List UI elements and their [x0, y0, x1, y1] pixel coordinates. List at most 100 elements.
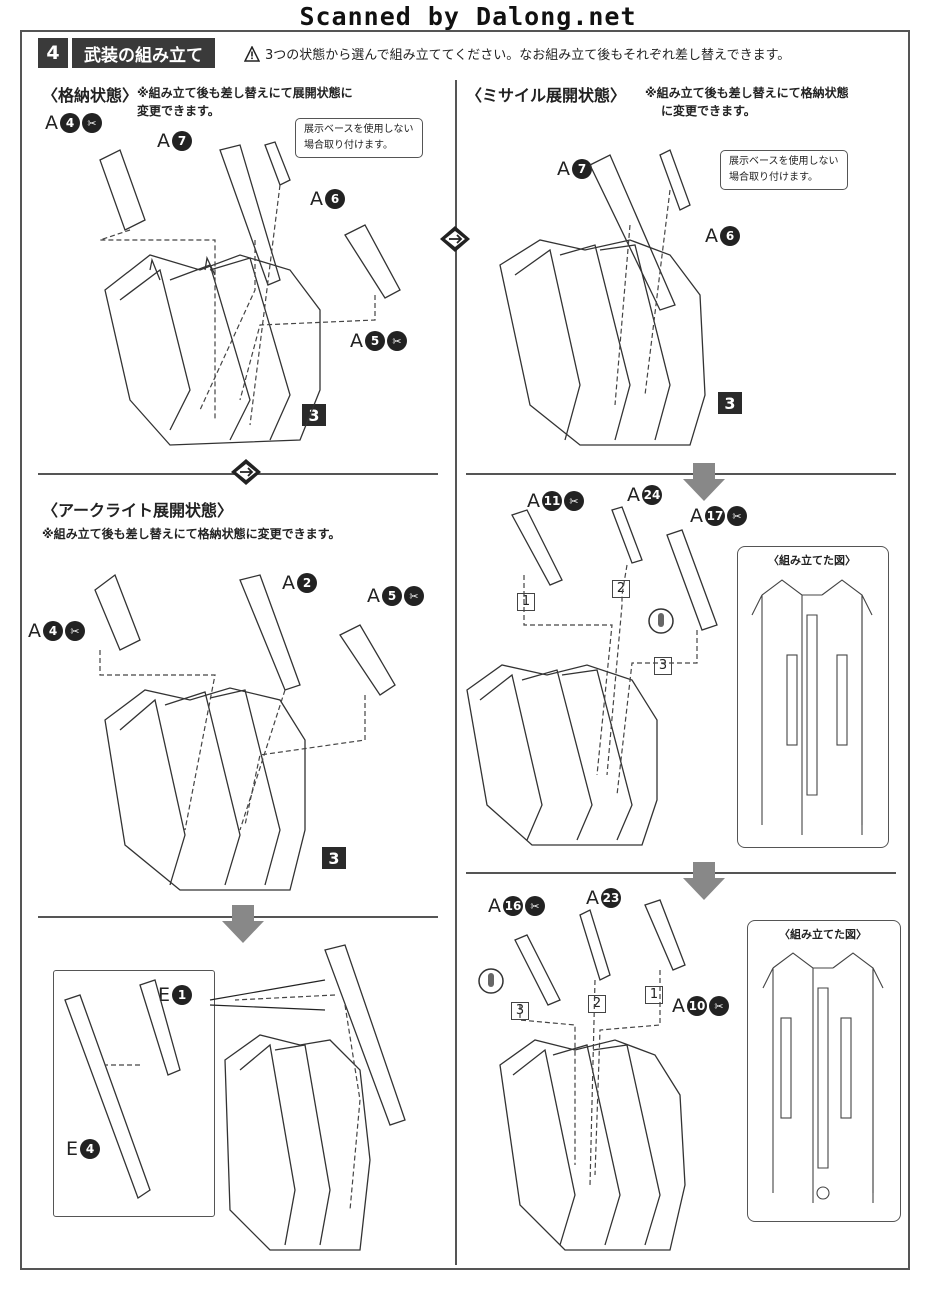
order-number: 3 [654, 657, 672, 675]
nipper-icon: ✂ [387, 331, 407, 351]
stowed-note: ※組み立て後も差し替えにて展開状態に 変更できます。 [137, 84, 353, 120]
order-number: 3 [511, 1002, 529, 1020]
runner-letter: A [527, 490, 540, 512]
runner-letter: A [672, 995, 685, 1017]
missile-note: ※組み立て後も差し替えにて格納状態 に変更できます。 [645, 84, 849, 120]
finger-icon [648, 608, 674, 634]
right-divider-2 [466, 872, 896, 874]
part-number: 4 [60, 113, 80, 133]
part-label: A 23 [586, 887, 621, 909]
runner-letter: A [310, 188, 323, 210]
stowed-callout: 展示ベースを使用しない 場合取り付けます。 [295, 118, 423, 158]
callout-line1: 展示ベースを使用しない [304, 124, 414, 135]
arclight-sub-illustration [64, 944, 406, 1251]
stowed-title: 〈格納状態〉 [42, 86, 139, 105]
assembled-view-box [737, 546, 889, 848]
warning-triangle-icon [244, 45, 260, 62]
part-label: A 17 ✂ [690, 505, 747, 527]
part-label: A 11 ✂ [527, 490, 584, 512]
part-number: 6 [720, 226, 740, 246]
step-number: 4 [38, 38, 68, 68]
stowed-note-line2: 変更できます。 [137, 104, 220, 118]
part-label: A 2 [282, 572, 317, 594]
arclight-illustration [94, 573, 396, 891]
down-arrow-icon [222, 905, 264, 943]
part-number: 24 [642, 485, 662, 505]
part-number: 11 [542, 491, 562, 511]
subassembly-box [53, 970, 215, 1217]
assembled-view-label: 〈組み立てた図〉 [768, 554, 856, 567]
part-number: 7 [572, 159, 592, 179]
runner-letter: A [367, 585, 380, 607]
runner-letter: A [45, 112, 58, 134]
nipper-icon: ✂ [525, 896, 545, 916]
callout-line2: 場合取り付けます。 [304, 140, 393, 151]
part-number: 1 [172, 985, 193, 1005]
part-number: 6 [325, 189, 345, 209]
order-number: 2 [588, 995, 606, 1013]
step-note: 3つの状態から選んで組み立ててください。なお組み立て後もそれぞれ差し替えできます… [244, 44, 790, 63]
page-frame [20, 30, 910, 1270]
finger-icon [478, 968, 504, 994]
stowed-note-line1: ※組み立て後も差し替えにて展開状態に [137, 86, 353, 100]
nipper-icon: ✂ [404, 586, 424, 606]
part-label: A 4 ✂ [28, 620, 85, 642]
part-number: 23 [601, 888, 621, 908]
nipper-icon: ✂ [82, 113, 102, 133]
runner-letter: A [627, 484, 640, 506]
part-number: 10 [687, 996, 707, 1016]
part-label: A 16 ✂ [488, 895, 545, 917]
part-number: 4 [43, 621, 63, 641]
assembly-ref: 3 [718, 392, 742, 414]
down-arrow-icon [683, 862, 725, 900]
part-label: A 5 ✂ [350, 330, 407, 352]
assembled-view-label: 〈組み立てた図〉 [779, 928, 867, 941]
runner-letter: A [705, 225, 718, 247]
part-label: A 7 [557, 158, 592, 180]
swap-diamond-icon [440, 226, 470, 252]
missile-note-line1: ※組み立て後も差し替えにて格納状態 [645, 86, 849, 100]
part-label: A 4 ✂ [45, 112, 102, 134]
arclight-note: ※組み立て後も差し替えにて格納状態に変更できます。 [42, 527, 341, 541]
missile-title: 〈ミサイル展開状態〉 [466, 86, 627, 105]
scanner-watermark: Scanned by Dalong.net [299, 2, 637, 31]
arclight-title: 〈アークライト展開状態〉 [42, 501, 234, 520]
runner-letter: A [586, 887, 599, 909]
part-number: 5 [382, 586, 402, 606]
assembled-view-illustration [751, 579, 873, 835]
part-label: A 10 ✂ [672, 995, 729, 1017]
down-arrow-icon [683, 463, 725, 501]
runner-letter: A [690, 505, 703, 527]
part-number: 4 [80, 1139, 101, 1159]
order-number: 1 [517, 593, 535, 611]
runner-letter: A [350, 330, 363, 352]
part-label: A 5 ✂ [367, 585, 424, 607]
runner-letter: A [488, 895, 501, 917]
column-divider [455, 80, 457, 1265]
callout-line1: 展示ベースを使用しない [729, 156, 839, 167]
part-label: A 7 [157, 130, 192, 152]
part-number: 5 [365, 331, 385, 351]
part-label: A 6 [705, 225, 740, 247]
step-title: 武装の組み立て [72, 38, 215, 68]
assembly-ref: 3 [322, 847, 346, 869]
missile-illustration [499, 149, 706, 446]
runner-letter: A [557, 158, 570, 180]
part-number: 2 [297, 573, 317, 593]
part-label: A 6 [310, 188, 345, 210]
missile-step3-illustration [499, 899, 686, 1251]
right-divider-1 [466, 473, 896, 475]
stowed-illustration [99, 141, 401, 446]
runner-letter: A [28, 620, 41, 642]
callout-line2: 場合取り付けます。 [729, 172, 818, 183]
runner-letter: A [157, 130, 170, 152]
runner-letter: E [66, 1138, 79, 1160]
missile-callout: 展示ベースを使用しない 場合取り付けます。 [720, 150, 848, 190]
step-note-text: 3つの状態から選んで組み立ててください。なお組み立て後もそれぞれ差し替えできます… [265, 48, 791, 63]
nipper-icon: ✂ [727, 506, 747, 526]
nipper-icon: ✂ [65, 621, 85, 641]
part-number: 17 [705, 506, 725, 526]
missile-step2-illustration [466, 506, 718, 846]
missile-note-line2: に変更できます。 [661, 104, 756, 118]
part-label: A 24 [627, 484, 662, 506]
